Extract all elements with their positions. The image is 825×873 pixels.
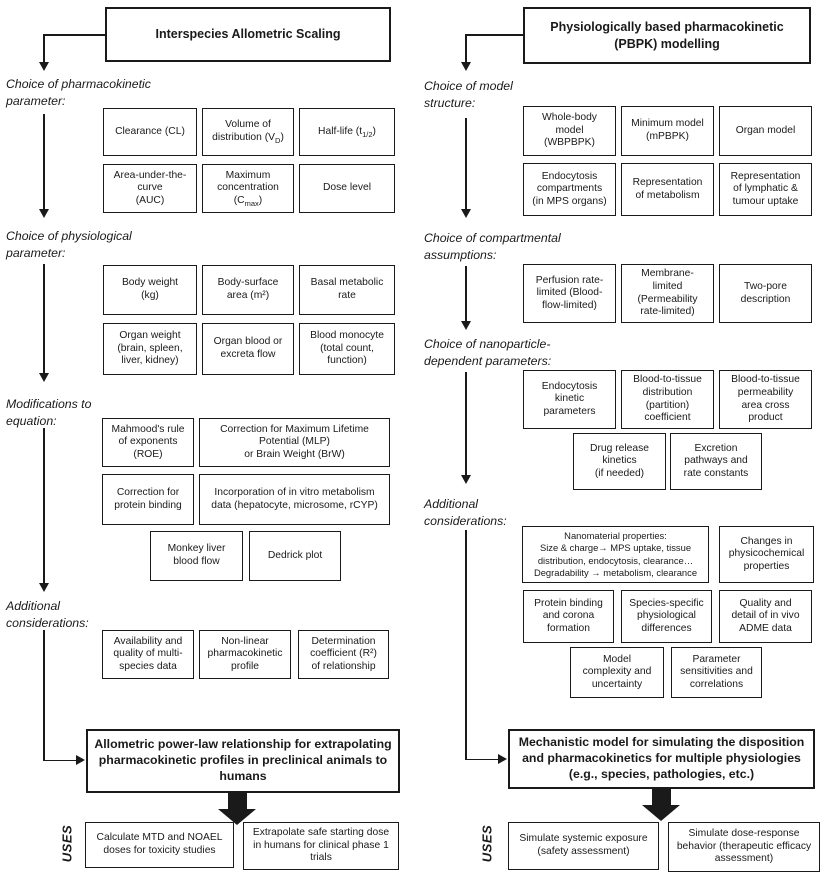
box-organ-model: Organ model (719, 106, 812, 156)
box-adme-data-quality: Quality and detail of in vivo ADME data (719, 590, 812, 643)
left-fat-arrow-stem (228, 793, 247, 810)
box-mtd-noael: Calculate MTD and NOAEL doses for toxici… (85, 822, 234, 868)
left-elbow-vline (43, 630, 45, 761)
left-title-arrowhead-icon (38, 62, 49, 71)
box-blood-monocyte: Blood monocyte (total count, function) (299, 323, 395, 375)
left-arrow3-head-icon (38, 583, 49, 592)
box-organ-blood-flow: Organ blood or excreta flow (202, 323, 294, 375)
box-invitro-metabolism: Incorporation of in vitro metabolism dat… (199, 474, 390, 525)
box-half-life-text: Half-life (t1/2) (318, 125, 376, 139)
right-fat-arrow-head-icon (642, 805, 680, 821)
box-determination-coefficient: Determination coefficient (R²) of relati… (298, 630, 389, 679)
box-mlp-brw-correction: Correction for Maximum Lifetime Potentia… (199, 418, 390, 467)
box-representation-metabolism: Representation of metabolism (621, 163, 714, 216)
box-endocytosis-compartments: Endocytosis compartments (in MPS organs) (523, 163, 616, 216)
right-title-box: Physiologically based pharmacokinetic (P… (523, 7, 811, 64)
box-protein-binding-correction: Correction for protein binding (102, 474, 194, 525)
left-title-connector-vline (43, 34, 45, 63)
box-volume-distribution: Volume of distribution (VD) (202, 108, 294, 156)
box-auc: Area-under-the- curve (AUC) (103, 164, 197, 213)
box-parameter-sensitivities: Parameter sensitivities and correlations (671, 647, 762, 698)
box-body-weight: Body weight (kg) (103, 265, 197, 315)
right-outcome-box: Mechanistic model for simulating the dis… (508, 729, 815, 789)
box-dose-level: Dose level (299, 164, 395, 213)
left-arrow2-line (43, 264, 45, 374)
right-arrow1-line (465, 118, 467, 210)
left-arrow2-head-icon (38, 373, 49, 382)
box-cmax-text: Maximum concentration (Cmax) (217, 169, 279, 208)
left-arrow3-line (43, 428, 45, 584)
right-arrow2-line (465, 266, 467, 322)
box-lymphatic-tumour-uptake: Representation of lymphatic & tumour upt… (719, 163, 812, 216)
box-whole-body-model: Whole-body model (WBPBPK) (523, 106, 616, 156)
left-section2-label: Choice of physiological parameter: (6, 229, 132, 260)
left-uses-label: USES (59, 824, 75, 863)
box-rule-of-exponents: Mahmood's rule of exponents (ROE) (102, 418, 194, 467)
box-dedrick-plot: Dedrick plot (249, 531, 341, 581)
box-multispecies-data: Availability and quality of multi- speci… (102, 630, 194, 679)
right-title-arrowhead-icon (460, 62, 471, 71)
right-section2-label: Choice of compartmental assumptions: (424, 231, 561, 262)
right-uses-label: USES (479, 824, 495, 863)
left-elbow-arrowhead-icon (76, 755, 85, 765)
left-elbow-hline (43, 759, 77, 762)
box-clearance: Clearance (CL) (103, 108, 197, 156)
box-drug-release-kinetics: Drug release kinetics (if needed) (573, 433, 666, 490)
box-simulate-systemic-exposure: Simulate systemic exposure (safety asses… (508, 822, 659, 870)
box-excretion-pathways: Excretion pathways and rate constants (670, 433, 762, 490)
left-arrow1-head-icon (38, 209, 49, 218)
left-title-box: Interspecies Allometric Scaling (105, 7, 391, 62)
left-arrow1-line (43, 114, 45, 210)
box-cmax: Maximum concentration (Cmax) (202, 164, 294, 213)
left-title-connector-hline (43, 34, 105, 36)
right-title-connector-vline (465, 34, 467, 63)
box-body-surface-area: Body-surface area (m²) (202, 265, 294, 315)
right-section4-label: Additional considerations: (424, 497, 507, 528)
left-section1-label: Choice of pharmacokinetic parameter: (6, 77, 151, 108)
box-basal-metabolic-rate: Basal metabolic rate (299, 265, 395, 315)
right-elbow-hline (465, 758, 499, 761)
right-section3-label: Choice of nanoparticle- dependent parame… (424, 337, 552, 368)
right-fat-arrow-stem (652, 789, 671, 806)
box-two-pore: Two-pore description (719, 264, 812, 323)
box-perfusion-rate-limited: Perfusion rate- limited (Blood- flow-lim… (523, 264, 616, 323)
left-outcome-box: Allometric power-law relationship for ex… (86, 729, 400, 793)
box-minimum-model: Minimum model (mPBPK) (621, 106, 714, 156)
box-volume-text: Volume of distribution (VD) (212, 119, 284, 146)
left-section3-label: Modifications to equation: (6, 397, 92, 428)
right-arrow3-head-icon (460, 475, 471, 484)
right-elbow-vline (465, 530, 467, 760)
box-organ-weight: Organ weight (brain, spleen, liver, kidn… (103, 323, 197, 375)
box-membrane-limited: Membrane- limited (Permeability rate-lim… (621, 264, 714, 323)
right-elbow-arrowhead-icon (498, 754, 507, 764)
box-half-life: Half-life (t1/2) (299, 108, 395, 156)
box-safe-starting-dose: Extrapolate safe starting dose in humans… (243, 822, 399, 870)
right-arrow2-head-icon (460, 321, 471, 330)
box-endocytosis-kinetics: Endocytosis kinetic parameters (523, 370, 616, 429)
right-arrow1-head-icon (460, 209, 471, 218)
box-monkey-liver-blood-flow: Monkey liver blood flow (150, 531, 243, 581)
right-title-connector-hline (465, 34, 523, 36)
box-model-complexity: Model complexity and uncertainty (570, 647, 664, 698)
right-section1-label: Choice of model structure: (424, 79, 513, 110)
box-protein-corona: Protein binding and corona formation (523, 590, 614, 643)
box-physicochemical-changes: Changes in physicochemical properties (719, 526, 814, 583)
box-simulate-dose-response: Simulate dose-response behavior (therape… (668, 822, 820, 872)
left-fat-arrow-head-icon (218, 809, 256, 825)
left-section4-label: Additional considerations: (6, 599, 89, 630)
box-nonlinear-pk: Non-linear pharmacokinetic profile (199, 630, 291, 679)
right-arrow3-line (465, 372, 467, 476)
box-blood-tissue-permeability: Blood-to-tissue permeability area cross … (719, 370, 812, 429)
box-blood-tissue-distribution: Blood-to-tissue distribution (partition)… (621, 370, 714, 429)
box-species-differences: Species-specific physiological differenc… (621, 590, 712, 643)
box-nanomaterial-properties: Nanomaterial properties: Size & charge→ … (522, 526, 709, 583)
